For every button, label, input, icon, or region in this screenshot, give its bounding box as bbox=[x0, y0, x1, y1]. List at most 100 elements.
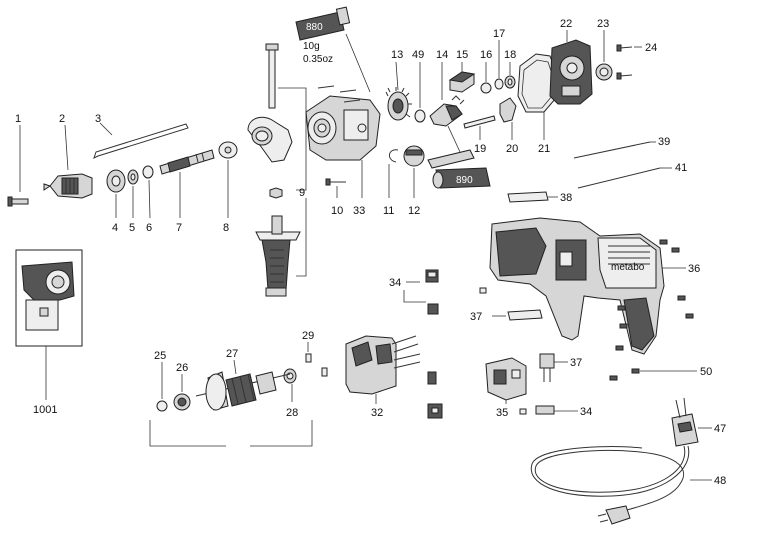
label-33: 34 bbox=[389, 277, 401, 289]
part-1-screw bbox=[7, 125, 29, 207]
label-1: 1 bbox=[15, 113, 21, 125]
label-29: 29 bbox=[302, 330, 314, 342]
label-26: 26 bbox=[176, 362, 188, 374]
label-16: 16 bbox=[480, 49, 492, 61]
part-24-screws bbox=[616, 44, 642, 80]
label-6: 6 bbox=[146, 222, 152, 234]
part-20-lever bbox=[499, 97, 517, 140]
part-46-cable-sleeve bbox=[671, 397, 712, 447]
label-10: 10 bbox=[331, 205, 343, 217]
housing-screws bbox=[609, 239, 697, 381]
label-41: 39 bbox=[658, 136, 670, 148]
label-35: 34 bbox=[580, 406, 592, 418]
tube-880-weight-oz: 0.35oz bbox=[303, 54, 333, 65]
part-16-ring bbox=[480, 62, 492, 94]
part-2-chuck bbox=[43, 124, 93, 199]
label-31: 32 bbox=[371, 407, 383, 419]
label-1001: 1001 bbox=[33, 404, 57, 416]
label-47: 48 bbox=[714, 475, 726, 487]
label-3: 3 bbox=[95, 113, 101, 125]
part-37-suppressor bbox=[539, 353, 568, 382]
label-19: 19 bbox=[474, 143, 486, 155]
label-8: 8 bbox=[223, 222, 229, 234]
label-23: 23 bbox=[597, 18, 609, 30]
label-49: 49 bbox=[412, 49, 424, 61]
part-9-auxiliary-handle bbox=[247, 43, 307, 297]
label-27: 27 bbox=[226, 348, 238, 360]
part-25-rubber-ring bbox=[156, 362, 168, 412]
part-4-bearing bbox=[106, 169, 126, 218]
part-29-brush bbox=[305, 342, 328, 377]
label-32: 33 bbox=[353, 205, 365, 217]
label-4: 4 bbox=[112, 222, 118, 234]
part-7-spindle bbox=[159, 149, 215, 218]
label-28: 28 bbox=[286, 407, 298, 419]
label-46: 47 bbox=[714, 423, 726, 435]
part-19-pin bbox=[463, 115, 496, 140]
part-10-screws bbox=[317, 85, 361, 198]
part-15-cam bbox=[448, 62, 476, 93]
label-18: 18 bbox=[504, 49, 516, 61]
tube-890-code: 890 bbox=[456, 175, 473, 186]
part-8-washer bbox=[218, 141, 238, 218]
part-43-rod bbox=[577, 167, 672, 189]
part-48-bracket bbox=[149, 420, 313, 447]
label-43: 41 bbox=[675, 162, 687, 174]
grease-tube-880 bbox=[295, 6, 371, 93]
part-6-retaining-ring bbox=[142, 165, 154, 219]
label-22: 22 bbox=[560, 18, 572, 30]
part-34-switch bbox=[485, 357, 527, 404]
grease-tube-890 bbox=[427, 125, 491, 189]
part-33-brush-holder bbox=[403, 269, 439, 315]
label-38: 37 bbox=[470, 311, 482, 323]
part-17-ring bbox=[494, 40, 504, 90]
label-39: 38 bbox=[560, 192, 572, 204]
part-38-plate bbox=[492, 309, 543, 321]
part-14-pinion bbox=[429, 62, 465, 127]
part-5-washer bbox=[127, 169, 139, 218]
tube-880-weight-g: 10g bbox=[303, 41, 320, 52]
part-23-bearing bbox=[595, 30, 613, 81]
tube-880-code: 880 bbox=[306, 22, 323, 33]
label-11: 11 bbox=[383, 205, 394, 217]
label-36: 36 bbox=[688, 263, 700, 275]
label-2: 2 bbox=[59, 113, 65, 125]
part-41-rod bbox=[573, 141, 656, 159]
label-24: 24 bbox=[645, 42, 657, 54]
label-21: 21 bbox=[538, 143, 550, 155]
part-47-power-cord bbox=[530, 445, 712, 525]
label-50: 50 bbox=[700, 366, 712, 378]
label-12: 12 bbox=[408, 205, 420, 217]
label-25: 25 bbox=[154, 350, 166, 362]
drill-brand: metabo bbox=[611, 262, 645, 273]
part-27-armature bbox=[195, 359, 291, 411]
part-28-bearing bbox=[283, 368, 297, 402]
label-7: 7 bbox=[176, 222, 182, 234]
part-32-gear-housing bbox=[305, 95, 381, 198]
label-34: 35 bbox=[496, 407, 508, 419]
part-26-bearing bbox=[173, 374, 191, 411]
part-11-clip bbox=[388, 149, 399, 198]
part-22-gear-cover bbox=[549, 30, 593, 105]
part-13-gear bbox=[385, 61, 412, 121]
label-17: 17 bbox=[493, 28, 505, 40]
part-49-bushing bbox=[414, 62, 426, 123]
label-20: 20 bbox=[506, 143, 518, 155]
label-14: 14 bbox=[436, 49, 448, 61]
part-1001-inset bbox=[15, 249, 83, 400]
brush-parts bbox=[427, 371, 443, 419]
label-13: 13 bbox=[391, 49, 403, 61]
label-9: 9 bbox=[299, 187, 305, 199]
part-39-plate bbox=[507, 191, 558, 203]
part-18-ring bbox=[504, 62, 516, 89]
label-5: 5 bbox=[129, 222, 135, 234]
part-3-depth-rod bbox=[93, 122, 189, 159]
label-37: 37 bbox=[570, 357, 582, 369]
part-31-stator bbox=[345, 335, 421, 404]
label-15: 15 bbox=[456, 49, 468, 61]
part-36-motor-housing bbox=[489, 217, 686, 355]
part-35-clamp bbox=[519, 405, 578, 415]
part-12-knob bbox=[403, 145, 425, 198]
